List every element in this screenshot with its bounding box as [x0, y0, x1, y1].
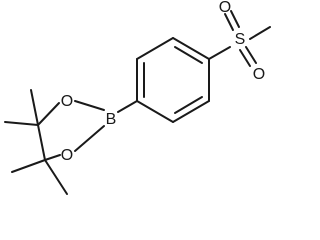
sulfur-oxygen-double-bond — [245, 46, 257, 64]
atom-sulfur: S — [235, 31, 246, 48]
carbon-carbon-bond — [37, 124, 46, 161]
benzene-ring — [136, 37, 210, 123]
ring-to-sulfur-bond — [208, 46, 231, 60]
atom-oxygen-ring-lower: O — [61, 147, 73, 164]
atom-boron: B — [106, 111, 117, 128]
ring-bond — [136, 37, 174, 60]
aromatic-double-bond — [174, 46, 203, 64]
methyl-bond — [44, 159, 68, 195]
oxygen-carbon-bond — [37, 102, 60, 126]
sulfur-oxygen-double-bond — [239, 49, 251, 67]
ring-to-boron-bond — [117, 100, 138, 113]
pinacol-boronate-group: B O O — [4, 89, 138, 195]
atom-oxygen-ring-upper: O — [61, 93, 73, 110]
structure-diagram: S O O B O O — [4, 0, 271, 195]
methyl-bond — [4, 121, 39, 126]
ring-bond — [172, 100, 210, 123]
methylsulfonyl-group: S O O — [208, 0, 271, 83]
methyl-bond — [11, 159, 46, 173]
molecule-drawing: S O O B O O — [4, 0, 271, 195]
atom-oxygen-sulfonyl-bottom: O — [253, 66, 265, 83]
aromatic-double-bond — [174, 96, 203, 114]
boron-oxygen-bond — [74, 125, 105, 152]
sulfur-oxygen-double-bond — [230, 10, 240, 28]
sulfur-methyl-bond — [249, 26, 271, 40]
boron-oxygen-bond — [74, 100, 105, 111]
methyl-bond — [30, 89, 39, 126]
ring-bond — [136, 100, 174, 123]
oxygen-carbon-bond — [44, 154, 61, 161]
ring-bond — [172, 37, 210, 60]
atom-oxygen-sulfonyl-top: O — [219, 0, 231, 16]
sulfur-oxygen-double-bond — [224, 13, 234, 31]
